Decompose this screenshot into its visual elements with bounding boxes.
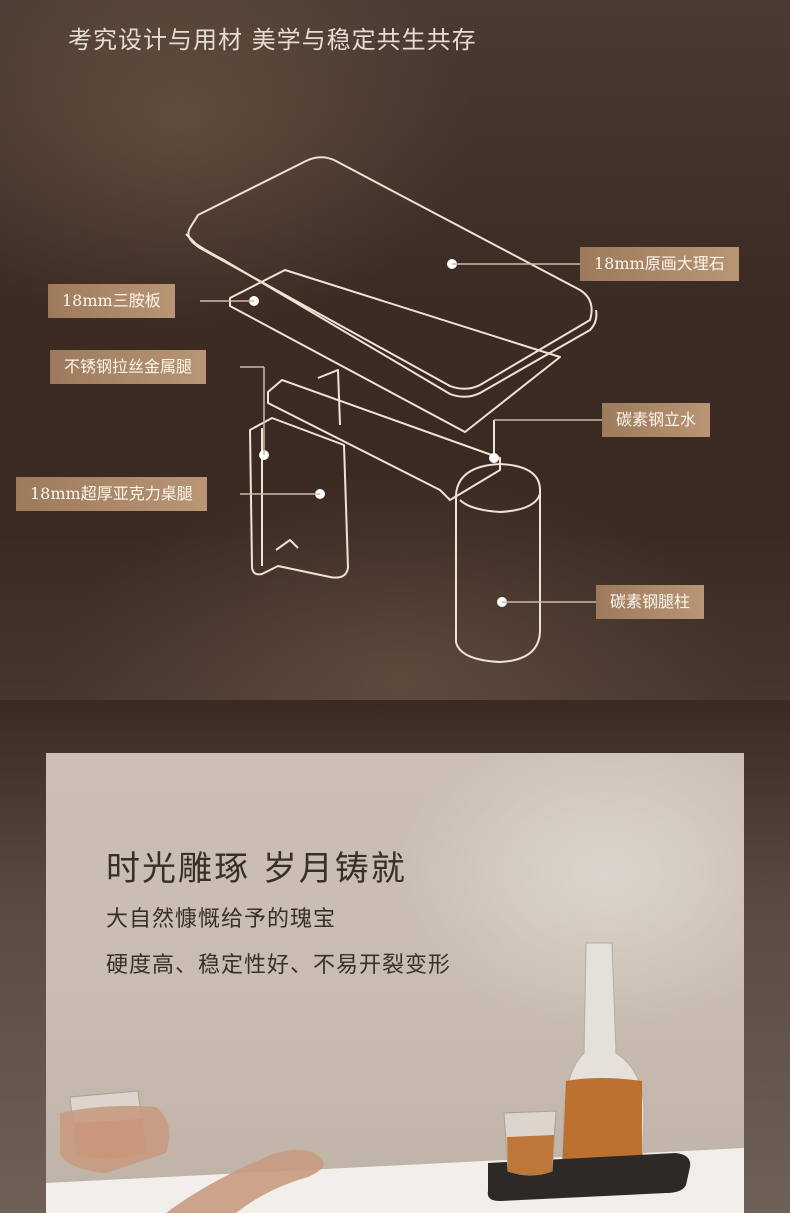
page-heading: 考究设计与用材 美学与稳定共生共存 bbox=[68, 26, 477, 54]
label-board: 18mm三胺板 bbox=[48, 284, 175, 318]
label-pillar: 碳素钢腿柱 bbox=[596, 585, 705, 619]
label-acrylic-leg: 18mm超厚亚克力桌腿 bbox=[16, 477, 207, 511]
marble-top bbox=[187, 156, 593, 390]
label-marble: 18mm原画大理石 bbox=[580, 247, 739, 281]
melamine-board bbox=[229, 269, 561, 433]
photo-scene bbox=[46, 942, 744, 1213]
photo-line-2: 硬度高、稳定性好、不易开裂变形 bbox=[106, 953, 452, 978]
marble-top-edge bbox=[185, 233, 598, 398]
steel-pillar-top bbox=[459, 493, 541, 513]
acrylic-leg bbox=[249, 417, 349, 579]
label-stand: 碳素钢立水 bbox=[602, 403, 711, 437]
exploded-table-diagram bbox=[185, 156, 602, 663]
acrylic-leg-inner bbox=[261, 428, 299, 566]
arm bbox=[166, 1149, 324, 1213]
rocks-glass-liquid bbox=[507, 1135, 554, 1175]
metal-stub bbox=[317, 369, 341, 426]
label-metal-leg: 不锈钢拉丝金属腿 bbox=[50, 350, 207, 384]
photo-line-1: 大自然慷慨给予的瑰宝 bbox=[106, 907, 337, 932]
hand bbox=[60, 1105, 170, 1173]
metal-crossbar bbox=[267, 379, 501, 501]
stand-dot bbox=[489, 453, 499, 463]
steel-pillar bbox=[455, 463, 541, 663]
photo-title: 时光雕琢 岁月铸就 bbox=[106, 849, 407, 889]
lifestyle-photo-panel: 时光雕琢 岁月铸就 大自然慷慨给予的瑰宝 硬度高、稳定性好、不易开裂变形 bbox=[46, 753, 744, 1213]
